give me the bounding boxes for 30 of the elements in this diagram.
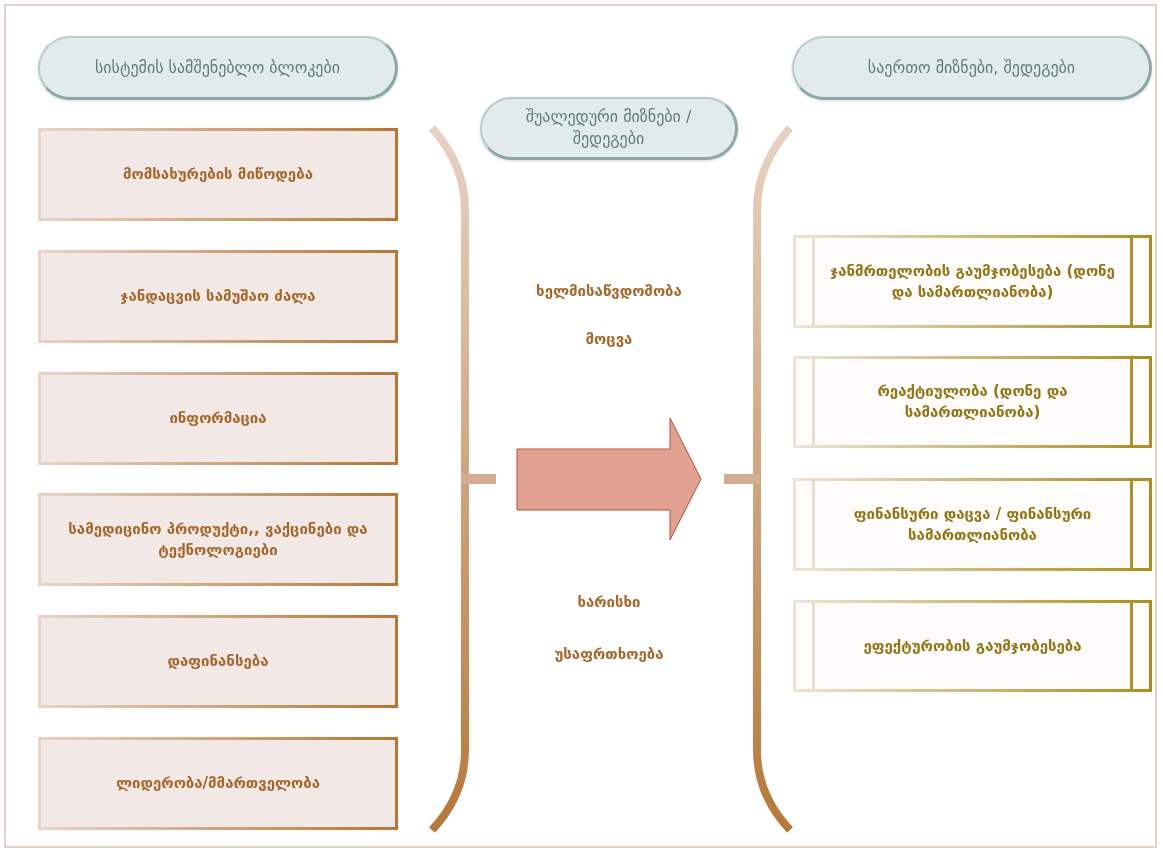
outcome-label: მოცვა	[584, 330, 634, 348]
heading-pill	[480, 97, 738, 160]
outcome-box	[793, 356, 1152, 448]
heading-pill	[38, 36, 398, 100]
heading-pill	[792, 36, 1152, 100]
heading-text: შუალედური მიზნები / შედეგები	[524, 106, 693, 150]
building-block-box	[38, 493, 398, 586]
box-text: ჯანმრთელობის გაუმჯობესება (დონე და სამართლიანობა)	[829, 260, 1116, 303]
box-text: ინფორმაცია	[169, 408, 267, 429]
outcome-label: ხარისხი	[576, 593, 642, 611]
outcome-box	[793, 235, 1152, 328]
building-block-box	[38, 128, 398, 221]
outcome-box	[793, 600, 1152, 692]
box-text: სამედიცინო პროდუქტი,, ვაქცინები და ტექნოლოგიები	[67, 518, 369, 561]
building-block-box	[38, 737, 398, 830]
box-text: ლიდერობა/მმართველობა	[115, 773, 321, 794]
outcome-label: უსაფრთხოება	[553, 645, 665, 663]
heading-text: სისტემის სამშენებლო ბლოკები	[94, 56, 341, 79]
box-text: ეფექტურობის გაუმჯობესება	[863, 635, 1082, 657]
box-text: რეაქტიულობა (დონე და სამართლიანობა)	[876, 381, 1069, 423]
outcome-box	[793, 478, 1152, 571]
building-block-box	[38, 615, 398, 708]
building-block-box	[38, 250, 398, 343]
box-text: დაფინანსება	[167, 651, 269, 672]
building-block-box	[38, 372, 398, 465]
heading-text: საერთო მიზნები, შედეგები	[867, 56, 1076, 79]
outcome-label: ხელმისაწვდომობა	[535, 282, 683, 300]
box-text: ფინანსური დაცვა / ფინანსური სამართლიანობა	[852, 503, 1093, 546]
box-text: ჯანდაცვის სამუშაო ძალა	[120, 286, 316, 307]
box-text: მომსახურების მიწოდება	[123, 164, 313, 185]
